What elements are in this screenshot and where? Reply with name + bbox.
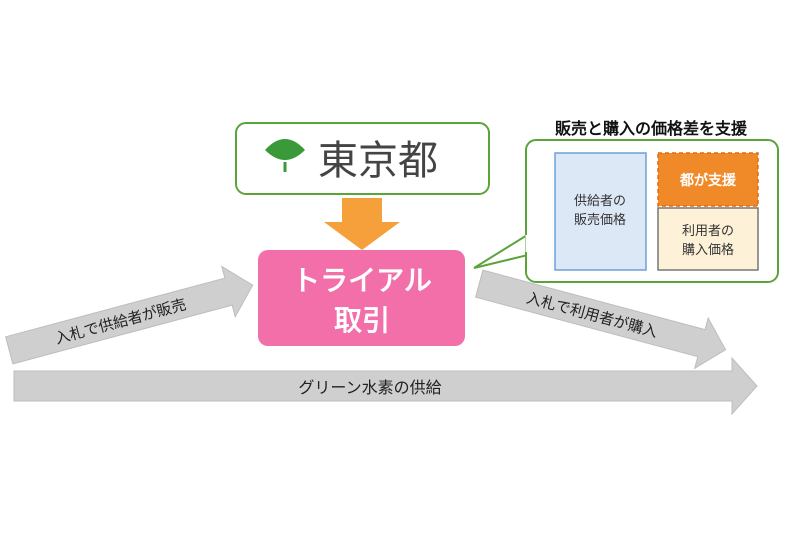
seller-price-box <box>554 152 647 271</box>
bubble-pointer <box>473 230 533 269</box>
buyer-price-line1: 利用者の <box>682 224 734 239</box>
tokyo-support-label: 都が支援 <box>679 172 737 189</box>
sell-arrow-group: 入札で供給者が販売 <box>5 265 254 365</box>
tokyo-name: 東京都 <box>318 138 438 184</box>
trial-box <box>258 250 465 346</box>
supply-arrow-label: グリーン水素の供給 <box>298 378 441 397</box>
supply-arrow <box>13 356 758 416</box>
buyer-price-box <box>657 207 759 271</box>
buyer-price-line2: 購入価格 <box>682 242 734 258</box>
tokyo-box <box>235 122 490 195</box>
tokyo-support-box <box>657 152 759 207</box>
trial-line2: 取引 <box>334 304 390 337</box>
support-down-arrow <box>324 198 400 250</box>
support-title: 販売と購入の価格差を支援 <box>555 119 748 138</box>
sell-arrow <box>5 265 254 365</box>
ginkgo-logo-icon <box>265 139 305 172</box>
trial-line1: トライアル <box>292 264 432 297</box>
seller-price-line2: 販売価格 <box>574 212 626 228</box>
buy-arrow <box>475 269 727 370</box>
seller-price-line1: 供給者の <box>574 194 626 209</box>
